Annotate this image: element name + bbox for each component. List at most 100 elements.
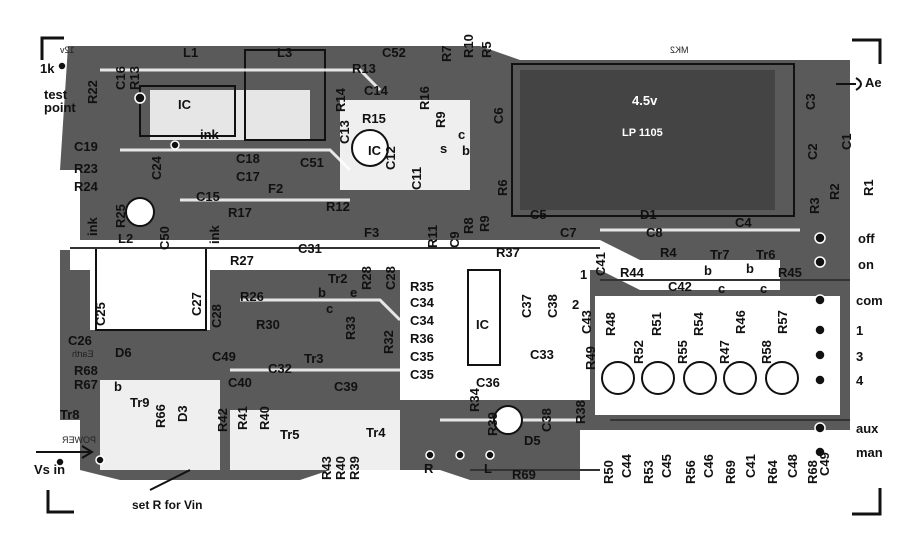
- label-r42: R43: [319, 456, 334, 480]
- label-r13: R13: [352, 61, 376, 76]
- label-ic-mid: IC: [476, 317, 489, 332]
- label-r7: R7: [439, 45, 454, 62]
- label-c31: C33: [530, 347, 554, 362]
- label-r22: R23: [74, 161, 98, 176]
- pin-b-tr2: b: [318, 285, 326, 300]
- label-r21: R22: [85, 80, 100, 104]
- label-c1: C1: [839, 133, 854, 150]
- label-c41: C43: [579, 310, 594, 334]
- label-c52: C52: [382, 45, 406, 60]
- earth-label: Earth: [72, 349, 94, 359]
- label-tr6: Tr6: [756, 247, 776, 262]
- label-r26: R27: [230, 253, 254, 268]
- aerial-connector: [836, 77, 862, 91]
- label-r9: R9: [433, 111, 448, 128]
- num-2: 2: [572, 297, 580, 312]
- label-r43: R44: [620, 265, 644, 280]
- label-c42-top: C41: [593, 252, 608, 276]
- label-r39: R40: [257, 406, 272, 430]
- tracks: [100, 68, 800, 422]
- label-c38: C39: [334, 379, 358, 394]
- aerial-label: Ae: [865, 75, 882, 90]
- label-r5: R5: [479, 41, 494, 58]
- label-r41: R42: [215, 408, 230, 432]
- board-clearances: [70, 90, 860, 490]
- label-c32-a: C34: [410, 295, 434, 310]
- label-r2: R2: [827, 183, 842, 200]
- vs-in-arrow: [36, 445, 94, 459]
- label-c25: C26: [68, 333, 92, 348]
- pin-c-tr2: c: [326, 301, 334, 316]
- label-c14: C14: [364, 83, 388, 98]
- pin-c-tr7: c: [718, 281, 726, 296]
- battery-outline: [511, 63, 795, 217]
- label-c28: C31: [298, 241, 322, 256]
- label-l2: L2: [118, 231, 134, 246]
- label-r69: R69: [512, 467, 536, 482]
- transistor-cans: [125, 129, 799, 435]
- label-r66: R68: [74, 363, 98, 378]
- label-r46: R47: [717, 340, 732, 364]
- label-c5: C5: [530, 207, 547, 222]
- pin-b-tr1: b: [462, 143, 470, 158]
- label-c40: C42: [668, 279, 692, 294]
- label-r50: R51: [649, 312, 664, 336]
- label-c46: C48: [785, 454, 800, 478]
- label-r13-a: R13: [127, 66, 142, 90]
- label-ink-3: ink: [207, 225, 222, 244]
- label-ic-can: IC: [368, 143, 381, 158]
- label-r47: R48: [603, 312, 618, 336]
- label-r53: R54: [691, 312, 706, 336]
- test-point-label: test point: [44, 87, 76, 115]
- label-r34: R37: [496, 245, 520, 260]
- label-l: L: [484, 461, 492, 476]
- switch-aux: aux: [856, 421, 879, 436]
- label-r12: R12: [326, 199, 350, 214]
- label-r4: R4: [660, 245, 677, 260]
- label-c7: C7: [560, 225, 577, 240]
- label-c11: C11: [409, 166, 424, 190]
- label-r54: R55: [675, 340, 690, 364]
- label-tr9: Tr9: [130, 395, 150, 410]
- label-r52: R53: [641, 460, 656, 484]
- label-r1: R1: [861, 179, 876, 196]
- set-r-arrow: [149, 469, 191, 491]
- label-c27: C28: [209, 304, 224, 328]
- label-r33: R36: [410, 331, 434, 346]
- label-c12: C12: [383, 146, 398, 170]
- label-r38: R40: [333, 456, 348, 480]
- battery-pad: [520, 70, 775, 210]
- label-r56: R57: [775, 310, 790, 334]
- label-f3: F3: [364, 225, 380, 240]
- label-c33-a: C35: [410, 349, 434, 364]
- pin-b-tr7: b: [704, 263, 712, 278]
- label-c15: C15: [196, 189, 220, 204]
- label-c6: C6: [491, 107, 506, 124]
- ic-outline-mid: [467, 269, 501, 366]
- label-c35: C37: [519, 294, 534, 318]
- label-l1: L1: [183, 45, 199, 60]
- label-r30: R33: [343, 316, 358, 340]
- label-c4: C4: [735, 215, 752, 230]
- battery-voltage: 4.5v: [632, 93, 658, 108]
- label-c36: C38: [545, 294, 560, 318]
- set-r-label: set R for Vin: [132, 498, 203, 512]
- label-c34: C36: [476, 375, 500, 390]
- label-r51: R52: [631, 340, 646, 364]
- label-c48: C49: [817, 452, 832, 476]
- pin-b-tr6: b: [746, 261, 754, 276]
- label-r24: R25: [113, 204, 128, 228]
- label-r35: R38: [573, 400, 588, 424]
- label-ink-1: ink: [200, 127, 219, 142]
- one-k-label: 1k: [40, 61, 55, 76]
- label-r28: R30: [256, 317, 280, 332]
- label-c32-b: C34: [410, 313, 434, 328]
- label-ink-2: ink: [85, 217, 100, 236]
- supply-label: 12v: [60, 45, 75, 55]
- pin-s: s: [440, 141, 448, 156]
- pin-e-tr2: e: [350, 285, 358, 300]
- label-c29: C28: [383, 266, 398, 290]
- label-c13: C13: [337, 120, 352, 144]
- label-r48: R49: [583, 346, 598, 370]
